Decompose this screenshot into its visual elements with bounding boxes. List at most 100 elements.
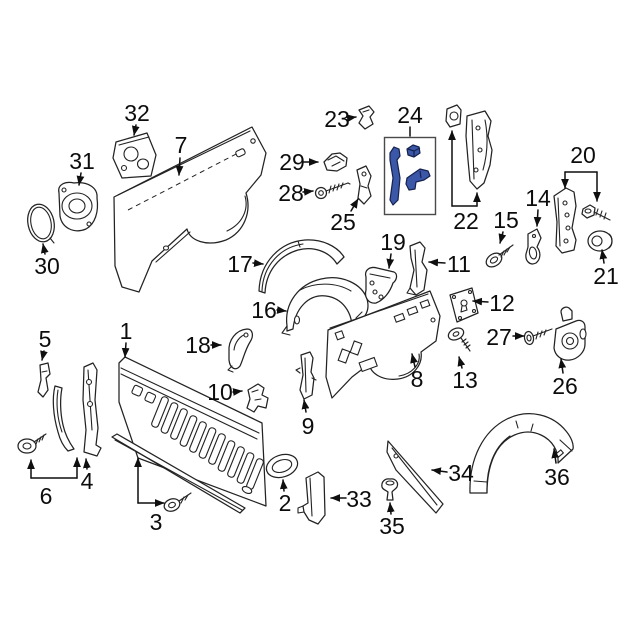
part-5-clip [37, 362, 51, 398]
callout-4: 4 [81, 458, 94, 494]
part-number-18: 18 [185, 332, 211, 358]
part-34-panel [386, 440, 444, 514]
part-number-1: 1 [120, 318, 133, 344]
part-number-12: 12 [489, 290, 515, 316]
part-10-bracket [246, 383, 269, 413]
part-number-14: 14 [525, 185, 551, 211]
callout-34: 34 [431, 460, 474, 486]
part-number-20: 20 [570, 142, 596, 168]
callout-17: 17 [227, 251, 264, 277]
callout-22: 22 [448, 130, 481, 234]
part-17-wheel-arch-moulding [258, 239, 345, 294]
callout-21: 21 [593, 249, 619, 289]
callout-27: 27 [486, 324, 525, 350]
part-number-13: 13 [452, 367, 478, 393]
part-25-bracket [356, 165, 372, 205]
part-number-10: 10 [207, 379, 233, 405]
part-number-24: 24 [397, 102, 423, 128]
callout-25: 25 [330, 198, 359, 235]
callout-9: 9 [302, 399, 315, 439]
part-number-36: 36 [544, 464, 570, 490]
part-2-grommet [265, 453, 299, 479]
callout-31: 31 [69, 148, 95, 186]
callout-16: 16 [251, 297, 287, 323]
part-31-filler-pocket [58, 181, 99, 232]
callout-35: 35 [379, 502, 405, 539]
part-number-19: 19 [380, 229, 406, 255]
callout-1: 1 [120, 318, 133, 358]
part-number-27: 27 [486, 324, 512, 350]
part-number-7: 7 [175, 132, 188, 158]
part-number-29: 29 [279, 149, 305, 175]
part-number-34: 34 [448, 460, 474, 486]
part-26-lock-unit [553, 306, 587, 361]
callout-18: 18 [185, 332, 222, 358]
part-32-plate [112, 132, 157, 179]
part-22-latch-assembly [445, 104, 493, 190]
part-24-clip [406, 144, 421, 158]
part-33-bracket [297, 471, 326, 525]
part-9-rail [295, 351, 317, 400]
part-number-25: 25 [330, 209, 356, 235]
callout-29: 29 [279, 149, 319, 175]
part-number-6: 6 [40, 483, 53, 509]
part-15-screw [485, 244, 514, 268]
part-number-21: 21 [593, 263, 619, 289]
part-number-16: 16 [251, 297, 277, 323]
part-29-clip-nut [323, 152, 348, 172]
callout-11: 11 [428, 251, 471, 277]
part-number-23: 23 [324, 106, 350, 132]
callout-2: 2 [279, 479, 292, 516]
part-number-17: 17 [227, 251, 253, 277]
callout-33: 33 [330, 486, 372, 512]
part-number-15: 15 [493, 207, 519, 233]
part-number-30: 30 [34, 253, 60, 279]
part-13-screw [447, 327, 471, 352]
part-19-bracket [364, 266, 398, 304]
part-number-9: 9 [302, 413, 315, 439]
part-14-bracket [525, 228, 542, 265]
part-number-11: 11 [447, 251, 471, 277]
callout-19: 19 [380, 229, 406, 269]
part-21-nut [587, 230, 613, 252]
part-23-clip [358, 105, 375, 130]
callout-20: 20 [561, 142, 601, 202]
part-number-3: 3 [150, 509, 163, 535]
part-12-plate [449, 287, 479, 323]
part-27-bolt [523, 328, 553, 346]
part-35-push-pin [381, 478, 399, 501]
part-24-highlight-box [383, 136, 437, 216]
callout-6: 6 [27, 457, 81, 509]
callout-13: 13 [452, 356, 478, 393]
callout-12: 12 [472, 290, 515, 316]
part-16-wheelhouse [281, 277, 369, 336]
part-number-32: 32 [124, 100, 150, 126]
callout-15: 15 [493, 207, 519, 244]
part-20-bracket-and-bolt [553, 187, 611, 254]
part-24-bracket [405, 168, 431, 191]
part-number-28: 28 [278, 180, 304, 206]
callout-30: 30 [34, 243, 60, 279]
part-number-33: 33 [346, 486, 372, 512]
part-number-4: 4 [81, 468, 94, 494]
callout-7: 7 [175, 132, 188, 176]
callout-36: 36 [544, 448, 570, 490]
part-3-sill-strip-and-screw [111, 433, 246, 514]
callout-32: 32 [124, 100, 150, 136]
callout-26: 26 [552, 358, 578, 399]
callout-24: 24 [397, 102, 423, 137]
callout-14: 14 [525, 185, 551, 227]
callout-8: 8 [410, 353, 423, 392]
part-number-5: 5 [39, 326, 52, 352]
part-number-35: 35 [379, 513, 405, 539]
part-1-front-panel [118, 356, 267, 507]
callout-10: 10 [207, 379, 243, 405]
part-number-2: 2 [279, 490, 292, 516]
part-number-26: 26 [552, 373, 578, 399]
part-6-screw-and-strip [17, 385, 75, 454]
part-18-bracket [227, 328, 254, 373]
part-36-arch-liner [469, 413, 574, 494]
part-7-outer-side-panel [113, 126, 267, 293]
